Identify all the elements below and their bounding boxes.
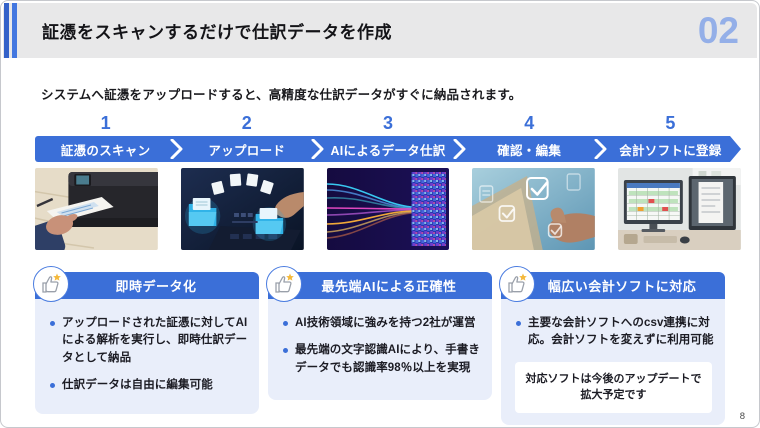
thumbs-up-glyph [508, 273, 527, 293]
update-note: 対応ソフトは今後のアップデートで拡大予定です [515, 361, 712, 413]
card-banner: 即時データ化 [35, 272, 259, 299]
card-ai-accuracy: 最先端AIによる正確性 AI技術領域に強みを持つ2社が運営 最先端の文字認識AI… [266, 266, 492, 425]
bullet-dot-icon [50, 321, 55, 326]
bullet-dot-icon [516, 321, 521, 326]
page-number: 8 [739, 411, 745, 422]
bullet-item: 主要な会計ソフトへのcsv連携に対応。会計ソフトを変えずに利用可能 [515, 315, 715, 350]
step-label: 会計ソフトに登録 [619, 143, 722, 158]
step-number: 5 [665, 113, 676, 133]
chevron-right-icon [311, 139, 324, 159]
step-segment: 証憑のスキャン [35, 136, 176, 162]
step-label: アップロード [208, 143, 286, 158]
step-number: 1 [100, 113, 111, 133]
chevron-right-icon [170, 139, 183, 159]
accounting-software-photo [618, 168, 741, 250]
thumbs-up-icon [266, 266, 302, 302]
thumbs-up-glyph [275, 273, 294, 293]
confirm-edit-photo [472, 168, 596, 250]
card-title: 最先端AIによる正確性 [321, 279, 457, 294]
chevron-right-icon [594, 139, 607, 159]
step-label: 確認・編集 [497, 143, 562, 158]
thumbs-up-glyph [42, 273, 61, 293]
thumbs-up-icon [33, 266, 69, 302]
feature-cards-row: 即時データ化 アップロードされた証憑に対してAIによる解析を実行し、即時仕訳デー… [33, 266, 725, 425]
scanner-illustration [35, 168, 158, 250]
card-body: アップロードされた証憑に対してAIによる解析を実行し、即時仕訳データとして納品 … [35, 299, 259, 414]
section-number: 02 [697, 10, 739, 51]
bullet-dot-icon [50, 382, 55, 388]
step-numbers-row: 1 2 3 4 5 [35, 113, 741, 134]
process-arrow-bar: 証憑のスキャン アップロード AIによるデータ仕訳 確認・編集 会計ソフトに登録 [35, 136, 741, 162]
card-body: AI技術領域に強みを持つ2社が運営 最先端の文字認識AIにより、手書きデータでも… [268, 299, 492, 400]
bullet-list: アップロードされた証憑に対してAIによる解析を実行し、即時仕訳データとして納品 … [49, 315, 249, 394]
bullet-list: AI技術領域に強みを持つ2社が運営 最先端の文字認識AIにより、手書きデータでも… [282, 315, 482, 377]
card-title: 即時データ化 [115, 279, 197, 294]
star-icon [286, 273, 294, 281]
accounting-software-illustration [618, 168, 741, 250]
card-title: 幅広い会計ソフトに対応 [547, 279, 697, 294]
bullet-item: AI技術領域に強みを持つ2社が運営 [282, 315, 482, 332]
step-number: 4 [524, 113, 535, 133]
star-icon [53, 273, 61, 281]
bullet-list: 主要な会計ソフトへのcsv連携に対応。会計ソフトを変えずに利用可能 [515, 315, 715, 350]
card-software-support: 幅広い会計ソフトに対応 主要な会計ソフトへのcsv連携に対応。会計ソフトを変えず… [499, 266, 725, 425]
step-label: AIによるデータ仕訳 [330, 143, 446, 158]
card-instant-data: 即時データ化 アップロードされた証憑に対してAIによる解析を実行し、即時仕訳デー… [33, 266, 259, 425]
step-number: 2 [241, 113, 252, 133]
upload-illustration [180, 168, 304, 250]
ai-data-photo [326, 168, 450, 250]
card-banner: 幅広い会計ソフトに対応 [501, 272, 725, 299]
step-label: 証憑のスキャン [60, 143, 151, 158]
card-banner: 最先端AIによる正確性 [268, 272, 492, 299]
page-title: 証憑をスキャンするだけで仕訳データを作成 [42, 23, 392, 42]
accent-bar-icon [12, 3, 17, 58]
chevron-right-icon [453, 139, 466, 159]
accent-bar-icon [4, 3, 9, 58]
bullet-item: アップロードされた証憑に対してAIによる解析を実行し、即時仕訳データとして納品 [49, 315, 249, 367]
ai-data-illustration [326, 168, 450, 250]
step-segment: 会計ソフトに登録 [600, 136, 741, 162]
slide-body: システムへ証憑をアップロードすると、高精度な仕訳データがすぐに納品されます。 1… [1, 84, 759, 425]
bullet-item: 最先端の文字認識AIにより、手書きデータでも認識率98％以上を実現 [282, 342, 482, 377]
step-segment: アップロード [176, 136, 317, 162]
step-number: 3 [383, 113, 394, 133]
confirm-edit-illustration [472, 168, 596, 250]
bullet-dot-icon [283, 348, 288, 354]
slide-header: 証憑をスキャンするだけで仕訳データを作成 02 [3, 3, 757, 58]
star-icon [519, 273, 527, 281]
scanner-photo [35, 168, 158, 250]
upload-photo [180, 168, 304, 250]
step-segment: 確認・編集 [459, 136, 600, 162]
bullet-dot-icon [283, 321, 288, 326]
step-segment: AIによるデータ仕訳 [317, 136, 458, 162]
step-images-row [35, 168, 741, 250]
intro-text: システムへ証憑をアップロードすると、高精度な仕訳データがすぐに納品されます。 [41, 88, 522, 102]
thumbs-up-icon [499, 266, 535, 302]
bullet-item: 仕訳データは自由に編集可能 [49, 377, 249, 394]
card-body: 主要な会計ソフトへのcsv連携に対応。会計ソフトを変えずに利用可能 対応ソフトは… [501, 299, 725, 425]
